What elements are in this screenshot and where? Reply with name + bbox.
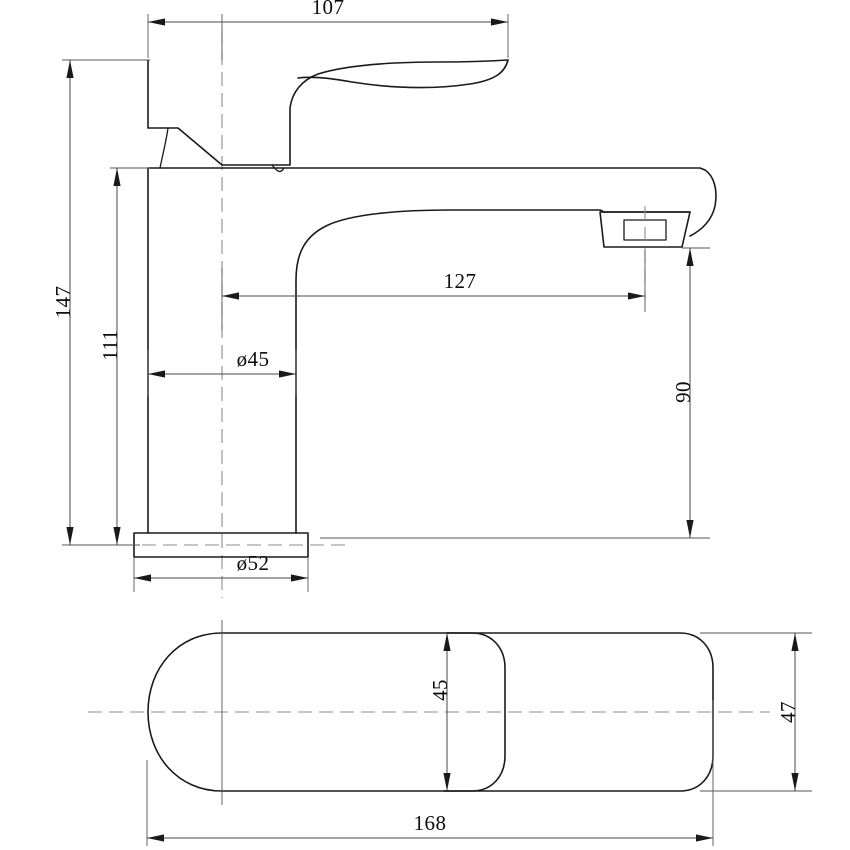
- plan-spout-outline: [147, 632, 448, 792]
- dimension-plan-47-label: 47: [776, 701, 800, 723]
- dimension-diameter-45-label: ø45: [237, 347, 270, 371]
- dimension-plan-45-label: 45: [428, 679, 452, 701]
- dimension-107: 107: [147, 0, 509, 60]
- dimension-107-label: 107: [312, 0, 345, 19]
- dimension-plan-45: 45: [428, 633, 452, 791]
- dimension-147: 147: [51, 59, 150, 546]
- elevation-view: 107 147 111: [51, 0, 717, 598]
- dimension-plan-168: 168: [146, 700, 714, 846]
- dimension-111: 111: [98, 167, 150, 546]
- dimension-111-label: 111: [98, 329, 122, 360]
- plan-view: 45 47 168: [88, 620, 812, 846]
- dimension-plan-168-label: 168: [414, 811, 447, 835]
- dimension-plan-47: 47: [700, 632, 812, 792]
- plan-handle-outline-inner: [446, 632, 506, 792]
- faucet-body-outline: [147, 167, 717, 534]
- dimension-147-label: 147: [51, 286, 75, 319]
- dimension-90-label: 90: [671, 381, 695, 403]
- dimension-diameter-45: ø45: [147, 347, 297, 396]
- dimension-diameter-52-label: ø52: [237, 551, 270, 575]
- lever-handle-outline: [147, 59, 509, 173]
- dimension-diameter-52: ø52: [133, 551, 309, 592]
- dimension-127: 127: [221, 250, 646, 330]
- dimension-127-label: 127: [444, 269, 477, 293]
- dimension-90: 90: [320, 247, 710, 539]
